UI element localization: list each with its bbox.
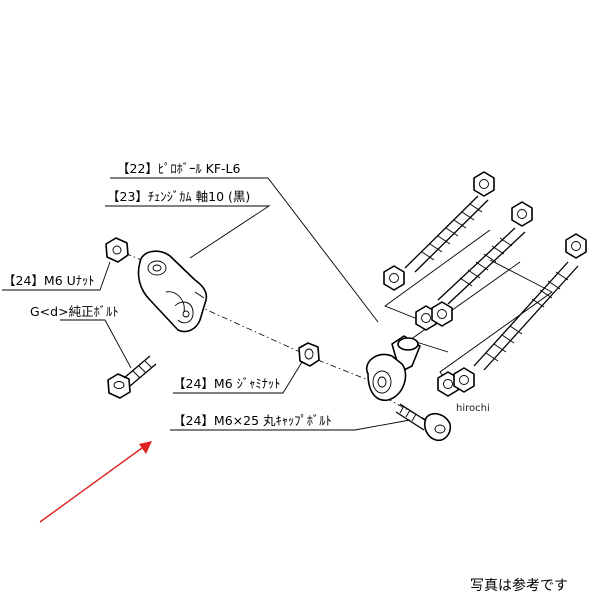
variant-rod-b — [415, 201, 533, 331]
label-jam-nut: 【24】M6 ｼﾞｬﾐﾅｯﾄ — [173, 376, 280, 391]
leader-lines — [2, 177, 411, 431]
reference-caption: 写真は参考です — [470, 577, 568, 594]
cap-bolt — [395, 403, 452, 442]
piro-ball — [365, 335, 421, 401]
change-cam-bracket — [137, 250, 208, 333]
variant-rod-c — [437, 233, 587, 397]
genuine-bolt — [107, 355, 157, 399]
label-genuine-bolt: G<d>純正ﾎﾞﾙﾄ — [30, 304, 119, 319]
u-nut — [105, 237, 129, 263]
label-u-nut: 【24】M6 Uﾅｯﾄ — [3, 273, 95, 288]
label-change-cam: 【23】ﾁｪﾝｼﾞｶﾑ 軸10 (黒) — [107, 189, 250, 204]
label-piro-ball: 【22】ﾋﾟﾛﾎﾞｰﾙ KF-L6 — [117, 161, 240, 176]
watermark: hirochi — [456, 403, 490, 414]
variant-rod-a — [383, 171, 495, 291]
jam-nut — [298, 342, 320, 367]
variant-rods — [383, 171, 587, 397]
red-arrow — [39, 441, 152, 523]
label-cap-bolt: 【24】M6×25 丸ｷｬｯﾌﾟﾎﾞﾙﾄ — [173, 413, 332, 428]
